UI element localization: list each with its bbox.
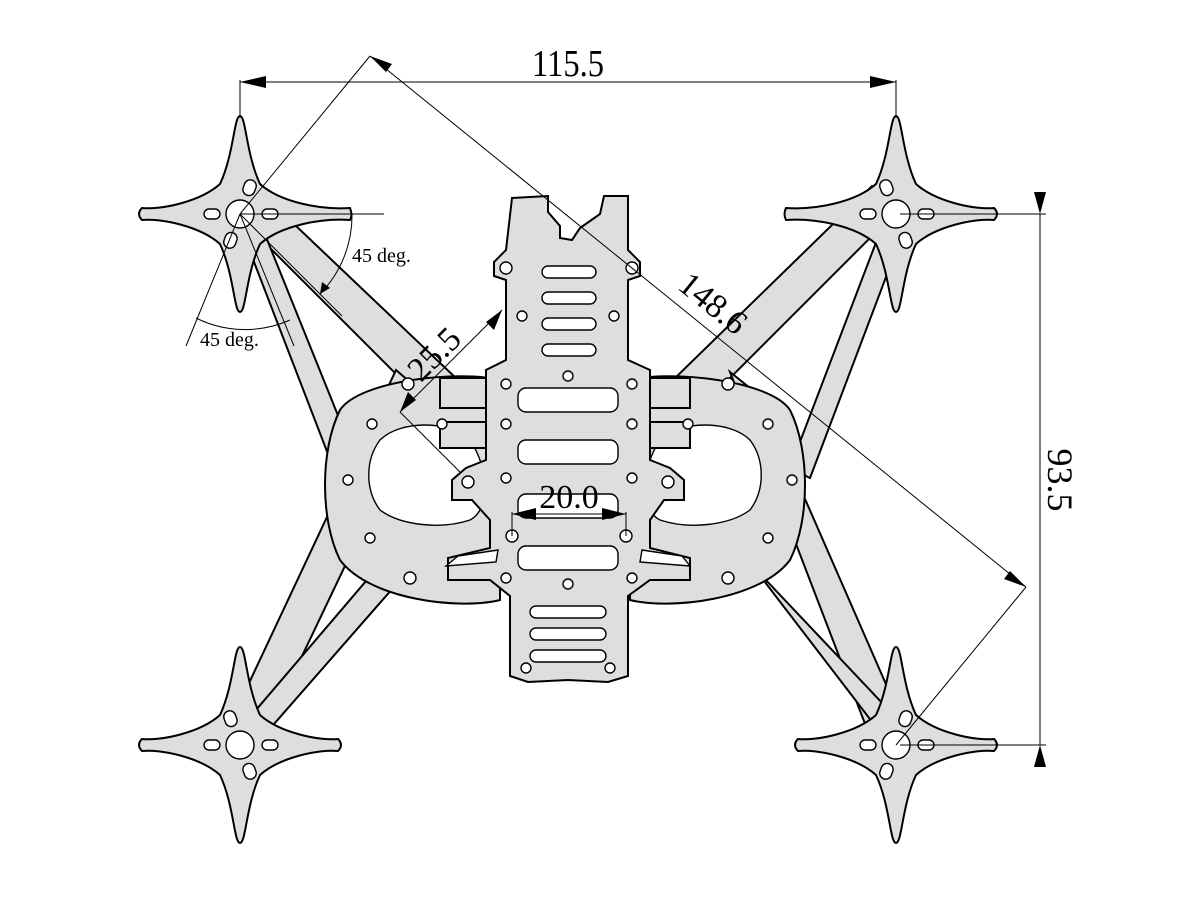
side-slot [639, 549, 692, 567]
slot [541, 265, 597, 279]
slot [529, 649, 607, 663]
dim-motor-width-label: 115.5 [532, 43, 604, 85]
side-slot [443, 549, 499, 567]
angle-lower-label: 45 deg. [200, 329, 259, 351]
slot-large [517, 439, 619, 465]
slot [529, 605, 607, 619]
motor-mount-top-right [783, 114, 998, 314]
dim-motor-width: 115.5 [239, 43, 897, 118]
slot [541, 317, 597, 331]
center-plate [447, 194, 691, 684]
dim-stack-spacing-label: 20.0 [539, 479, 599, 516]
slot [541, 291, 597, 305]
center-slots [443, 265, 692, 663]
dim-motor-height: 93.5 [900, 192, 1080, 767]
slot-large [517, 387, 619, 413]
angle-upper-label: 45 deg. [352, 245, 411, 267]
dim-motor-height-label: 93.5 [1040, 449, 1080, 512]
slot-large [517, 545, 619, 571]
slot-large [517, 493, 619, 519]
slot [529, 627, 607, 641]
slot [541, 343, 597, 357]
motor-mount-bottom-left [138, 645, 342, 845]
dim-stack-spacing: 20.0 [511, 479, 627, 536]
angle-markers: 45 deg. 45 deg. [185, 213, 411, 351]
